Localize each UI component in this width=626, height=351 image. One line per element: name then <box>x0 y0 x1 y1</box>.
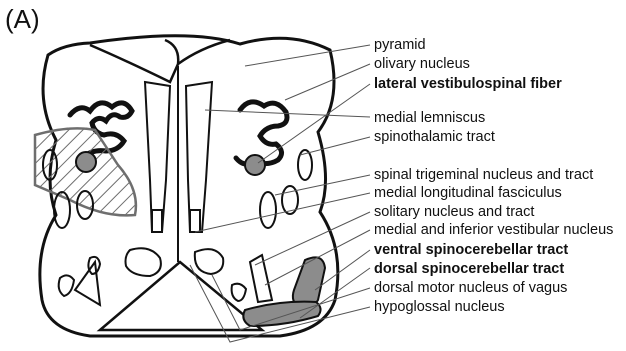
label-medial-longitudinal-fasciculus: medial longitudinal fasciculus <box>374 185 562 201</box>
label-solitary-nucleus: solitary nucleus and tract <box>374 204 534 220</box>
label-olivary-nucleus: olivary nucleus <box>374 56 470 72</box>
label-ventral-spinocerebellar: ventral spinocerebellar tract <box>374 242 568 258</box>
label-spinal-trigeminal: spinal trigeminal nucleus and tract <box>374 167 593 183</box>
label-spinothalamic-tract: spinothalamic tract <box>374 129 495 145</box>
label-medial-lemniscus: medial lemniscus <box>374 110 485 126</box>
label-lateral-vestibulospinal-fiber: lateral vestibulospinal fiber <box>374 76 562 92</box>
label-vestibular-nucleus: medial and inferior vestibular nucleus <box>374 222 613 238</box>
label-dorsal-motor-vagus: dorsal motor nucleus of vagus <box>374 280 567 296</box>
label-dorsal-spinocerebellar: dorsal spinocerebellar tract <box>374 261 564 277</box>
label-pyramid: pyramid <box>374 37 426 53</box>
label-hypoglossal-nucleus: hypoglossal nucleus <box>374 299 505 315</box>
